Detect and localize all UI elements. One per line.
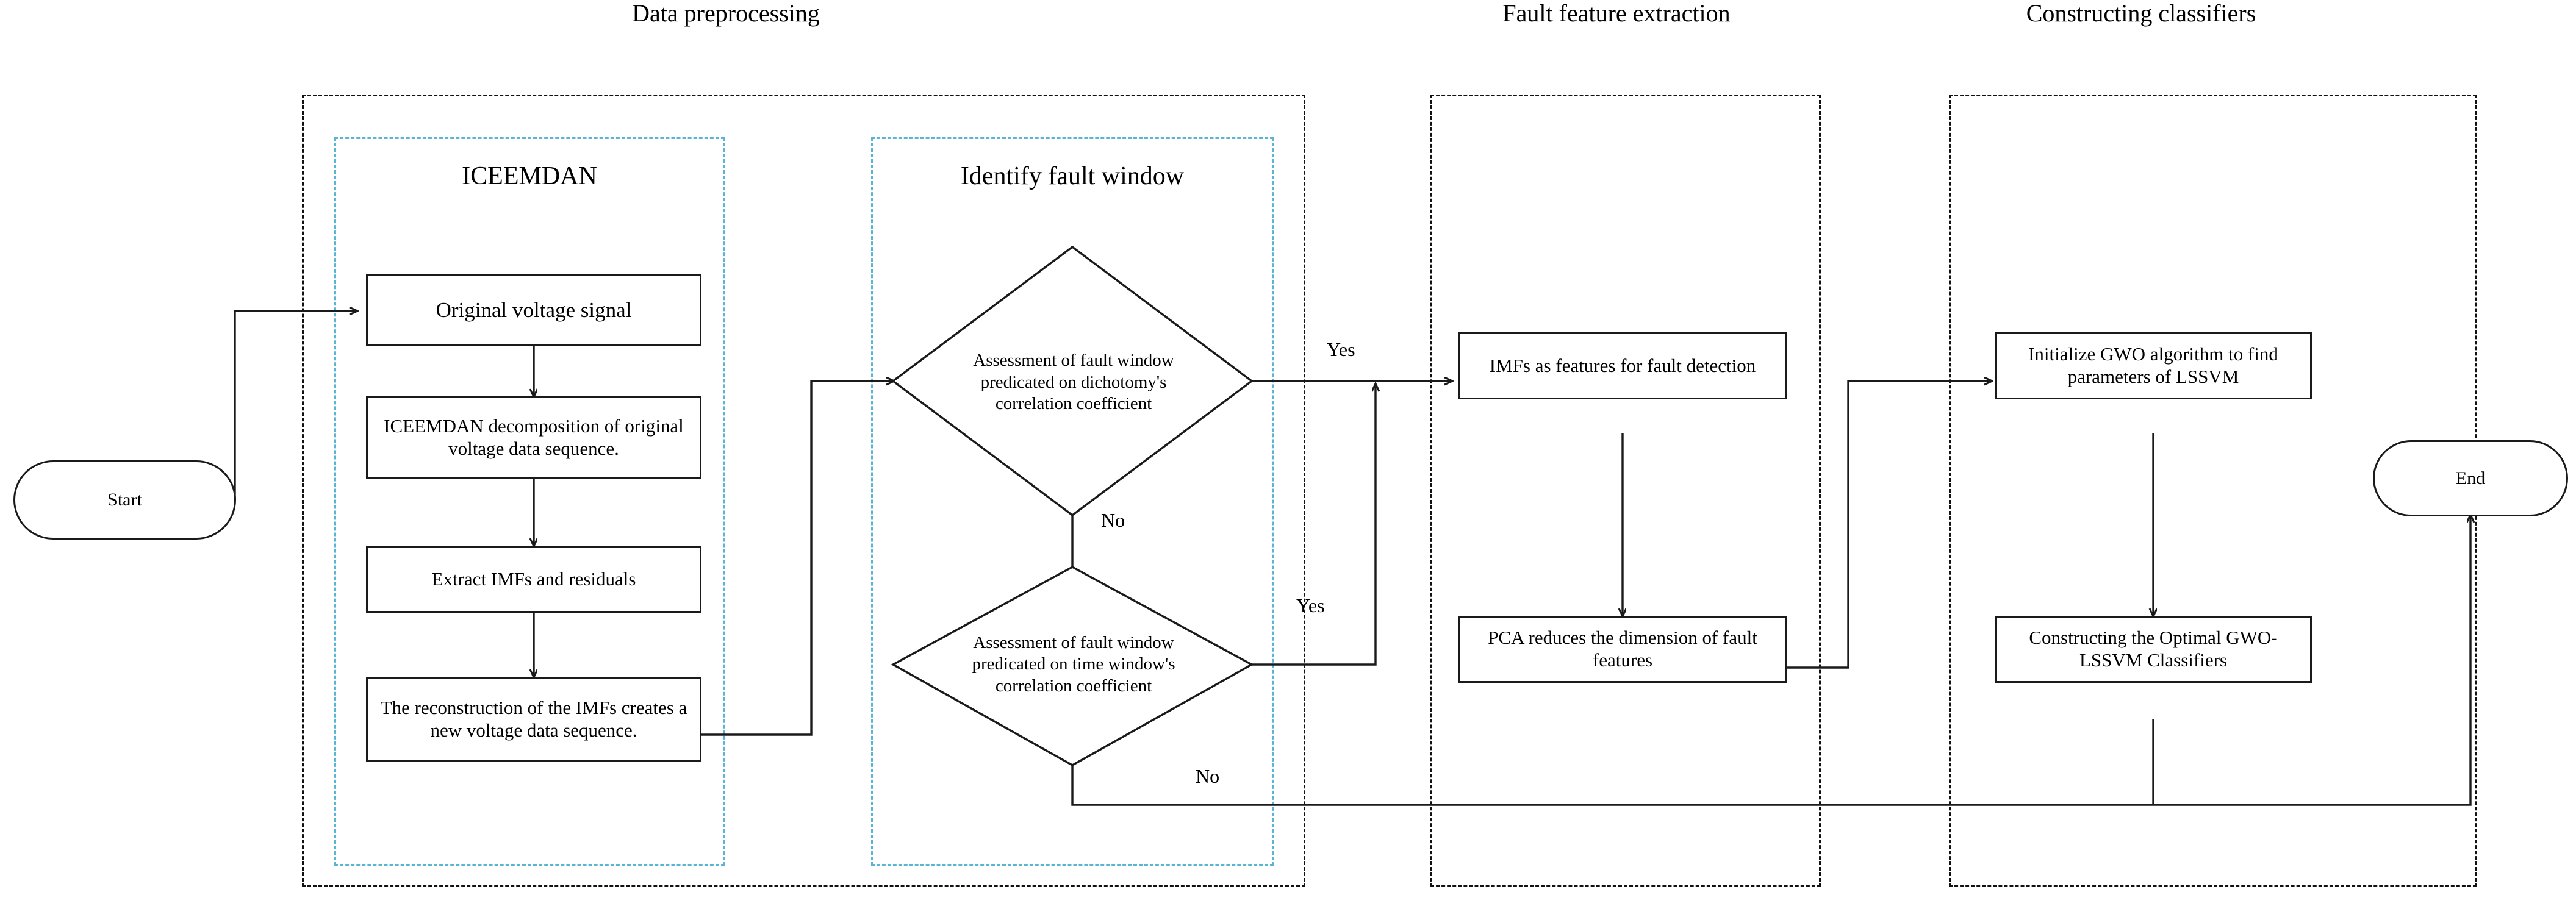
- subgroup-box-identify-fault-window: [871, 137, 1274, 866]
- edge-label-yes-top: Yes: [1327, 338, 1355, 360]
- process-imfs-as-features[interactable]: IMFs as features for fault detection: [1458, 332, 1787, 399]
- group-title-data-preprocessing: Data preprocessing: [632, 0, 820, 27]
- process-original-voltage-signal[interactable]: Original voltage signal: [366, 274, 701, 346]
- terminal-end[interactable]: End: [2373, 440, 2568, 516]
- edge-label-no-middle: No: [1101, 509, 1125, 531]
- group-box-fault-feature-extraction: [1430, 95, 1821, 887]
- process-construct-classifiers[interactable]: Constructing the Optimal GWO-LSSVM Class…: [1995, 616, 2312, 683]
- process-pca-reduce[interactable]: PCA reduces the dimension of fault featu…: [1458, 616, 1787, 683]
- subgroup-title-iceemdan: ICEEMDAN: [462, 162, 597, 190]
- edge-label-no-bottom: No: [1196, 765, 1220, 787]
- group-title-fault-feature-extraction: Fault feature extraction: [1502, 0, 1731, 27]
- terminal-start[interactable]: Start: [13, 460, 236, 540]
- process-iceemdan-decomposition[interactable]: ICEEMDAN decomposition of original volta…: [366, 396, 701, 479]
- subgroup-title-identify-fault-window: Identify fault window: [960, 162, 1185, 190]
- process-initialize-gwo[interactable]: Initialize GWO algorithm to find paramet…: [1995, 332, 2312, 399]
- process-reconstruction[interactable]: The reconstruction of the IMFs creates a…: [366, 677, 701, 762]
- process-extract-imfs[interactable]: Extract IMFs and residuals: [366, 546, 701, 613]
- edge-label-yes-bottom: Yes: [1296, 594, 1325, 616]
- group-title-constructing-classifiers: Constructing classifiers: [2026, 0, 2256, 27]
